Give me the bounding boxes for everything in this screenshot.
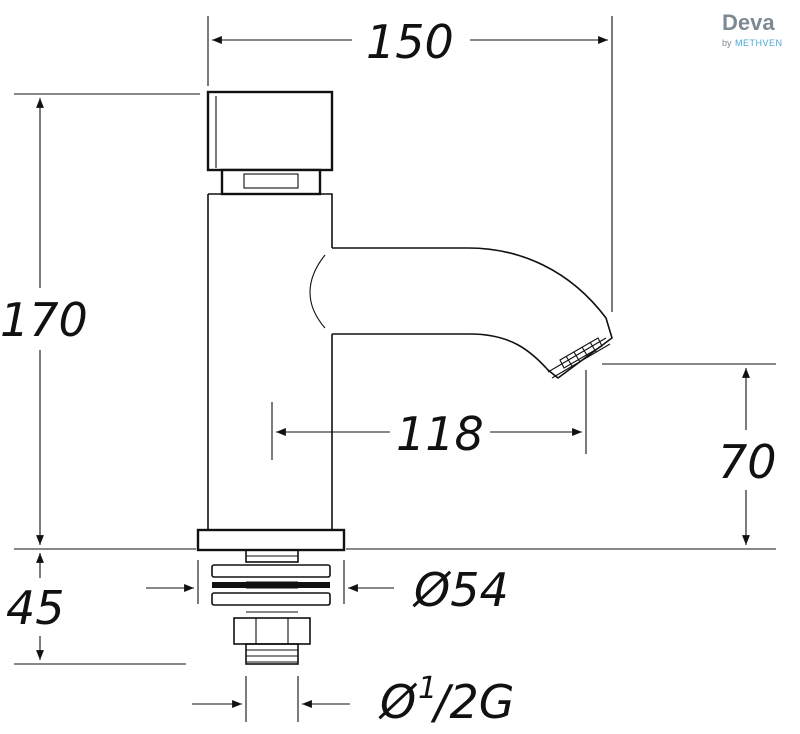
- tap-outline: [196, 90, 613, 665]
- washer-top: [211, 564, 331, 578]
- spout: [332, 247, 613, 380]
- dim-label-tail: 45: [6, 581, 65, 635]
- aerator: [547, 337, 611, 379]
- back-nut: [233, 617, 311, 645]
- dimension-lines: [14, 16, 776, 722]
- logo-maker-text: METHVEN: [735, 38, 783, 48]
- dim-label-width: 150: [366, 15, 454, 69]
- connector-thread: [245, 643, 299, 665]
- push-button-cap: [206, 90, 334, 172]
- dim-label-base-diameter: Ø54: [412, 563, 509, 617]
- washer-black: [212, 582, 330, 588]
- deva-logo: Deva by METHVEN: [722, 10, 783, 48]
- dim-label-connection-prefix: Ø: [378, 675, 418, 729]
- dim-label-connection: Ø 1 /2G: [378, 671, 514, 729]
- washer-bottom: [211, 592, 331, 606]
- dim-label-spout-height: 70: [718, 435, 777, 489]
- dim-label-height: 170: [0, 293, 88, 347]
- threaded-tail: [246, 555, 298, 563]
- dim-label-reach: 118: [396, 407, 484, 461]
- dim-label-connection-rest: /2G: [430, 675, 514, 729]
- logo-by-text: by: [722, 38, 732, 48]
- base-flange: [196, 528, 346, 552]
- dim-label-connection-num: 1: [418, 671, 437, 706]
- logo-brand-text: Deva: [722, 10, 775, 35]
